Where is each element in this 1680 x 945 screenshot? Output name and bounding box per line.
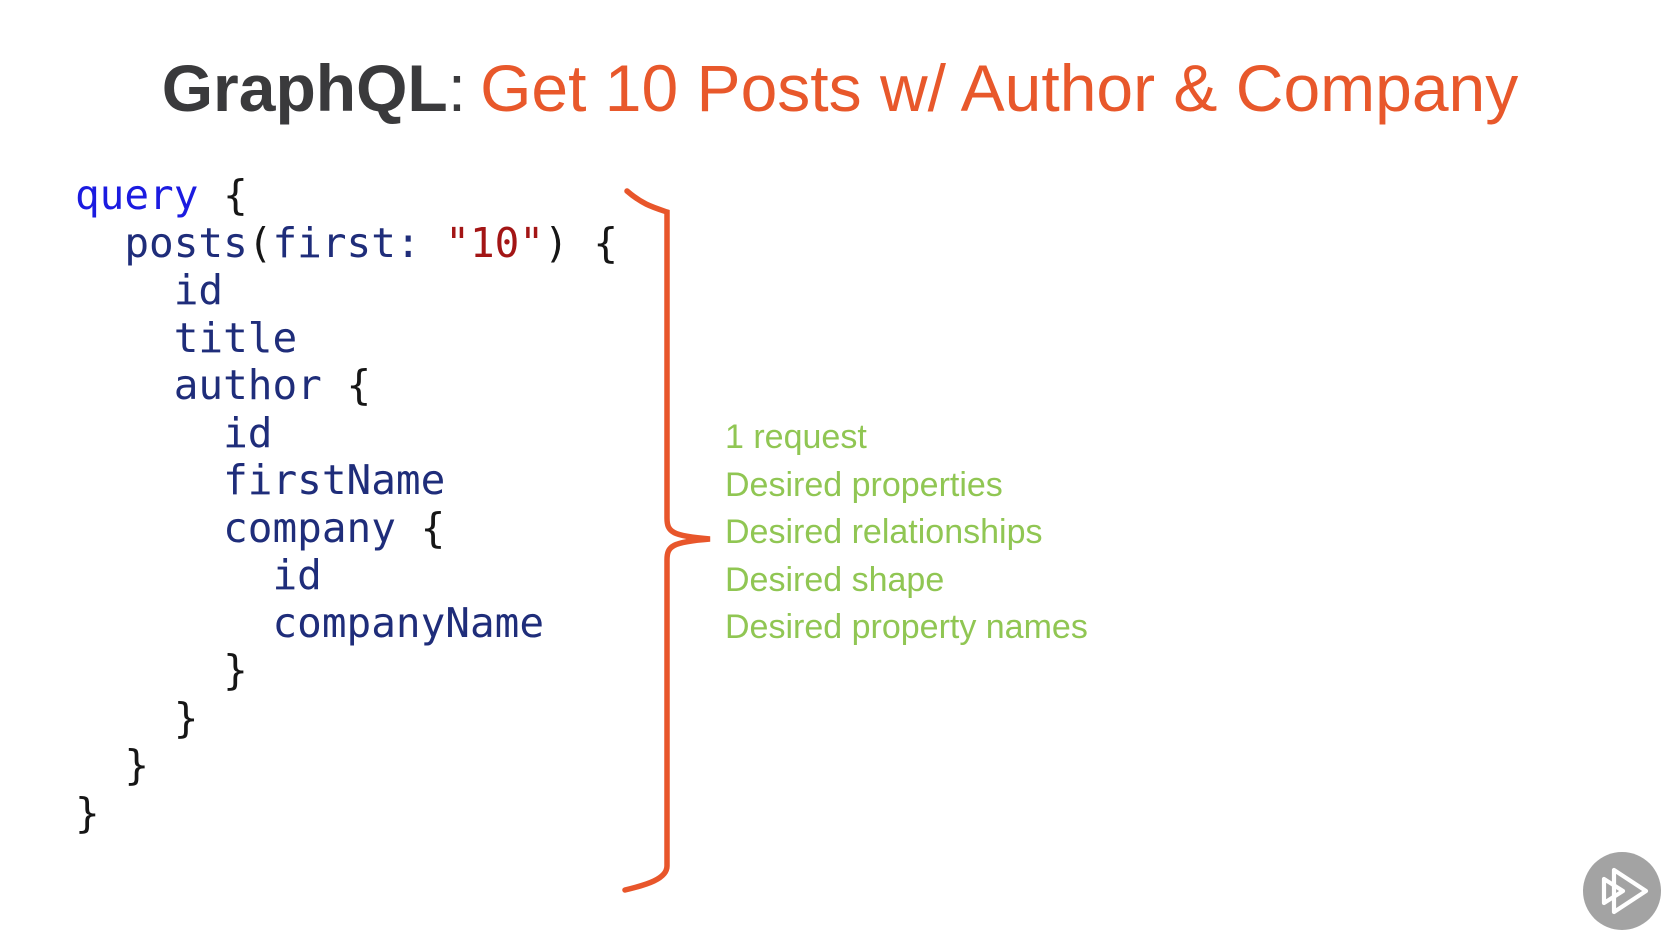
code-token-field: companyName <box>272 598 545 647</box>
title-headline: Get 10 Posts w/ Author & Company <box>480 51 1519 125</box>
code-line: companyName <box>75 598 618 648</box>
code-line: firstName <box>75 456 618 505</box>
code-token-field: id <box>173 266 224 314</box>
code-token-plain: { <box>321 361 372 409</box>
code-line: posts(first: "10") { <box>75 218 619 268</box>
code-line: company { <box>75 503 618 553</box>
code-token-plain <box>75 456 223 504</box>
annotation-item: Desired property names <box>725 608 1088 646</box>
play-outer-triangle <box>1611 867 1649 915</box>
code-token-plain: } <box>75 788 100 837</box>
code-line: id <box>75 266 618 315</box>
code-token-field: company <box>223 503 396 552</box>
code-line: } <box>75 741 618 790</box>
code-token-plain <box>75 219 124 267</box>
code-token-plain <box>75 599 272 647</box>
annotation-item: Desired shape <box>725 560 945 599</box>
annotation-item: 1 request <box>725 418 867 456</box>
code-token-field: posts <box>124 218 248 267</box>
code-token-field: author <box>173 361 322 409</box>
code-token-plain: } <box>75 693 199 742</box>
code-line: id <box>75 408 618 458</box>
code-line: author { <box>75 361 618 410</box>
code-token-plain: { <box>198 171 248 219</box>
code-line: query { <box>75 171 618 220</box>
code-token-string: "10" <box>445 218 545 267</box>
code-token-field: id <box>223 408 273 457</box>
code-token-field: title <box>173 313 298 362</box>
code-line: } <box>75 693 618 743</box>
code-token-plain <box>75 551 272 599</box>
code-token-plain: } <box>75 741 150 789</box>
code-line: } <box>75 788 618 838</box>
code-token-field: first: <box>272 218 421 267</box>
annotation-item: Desired properties <box>725 465 1003 504</box>
code-line: id <box>75 551 618 600</box>
play-icon <box>1601 867 1649 915</box>
code-token-plain: { <box>395 503 446 552</box>
code-token-plain <box>75 504 223 552</box>
graphql-query-code: query { posts(first: "10") { id title au… <box>75 171 619 838</box>
code-token-keyword: query <box>75 171 199 219</box>
annotation-item: Desired relationships <box>725 513 1043 551</box>
page-title: GraphQL:Get 10 Posts w/ Author & Company <box>0 52 1680 125</box>
code-line: } <box>75 646 618 695</box>
code-token-plain <box>75 314 174 362</box>
brace-path <box>622 188 711 893</box>
code-token-plain <box>75 266 174 314</box>
right-brace-callout <box>622 188 711 893</box>
code-token-field: id <box>272 551 322 599</box>
play-inner-triangle <box>1601 876 1626 906</box>
code-token-field: firstName <box>223 456 446 504</box>
code-token-plain: ( <box>247 218 273 267</box>
title-separator: : <box>447 51 467 125</box>
code-token-plain <box>75 409 223 457</box>
code-token-plain: } <box>75 646 248 694</box>
play-button[interactable] <box>1583 852 1661 930</box>
title-product: GraphQL <box>161 51 448 125</box>
code-token-plain <box>421 219 446 267</box>
code-token-plain: ) { <box>544 218 619 267</box>
code-line: title <box>75 313 618 363</box>
code-token-plain <box>75 361 174 409</box>
